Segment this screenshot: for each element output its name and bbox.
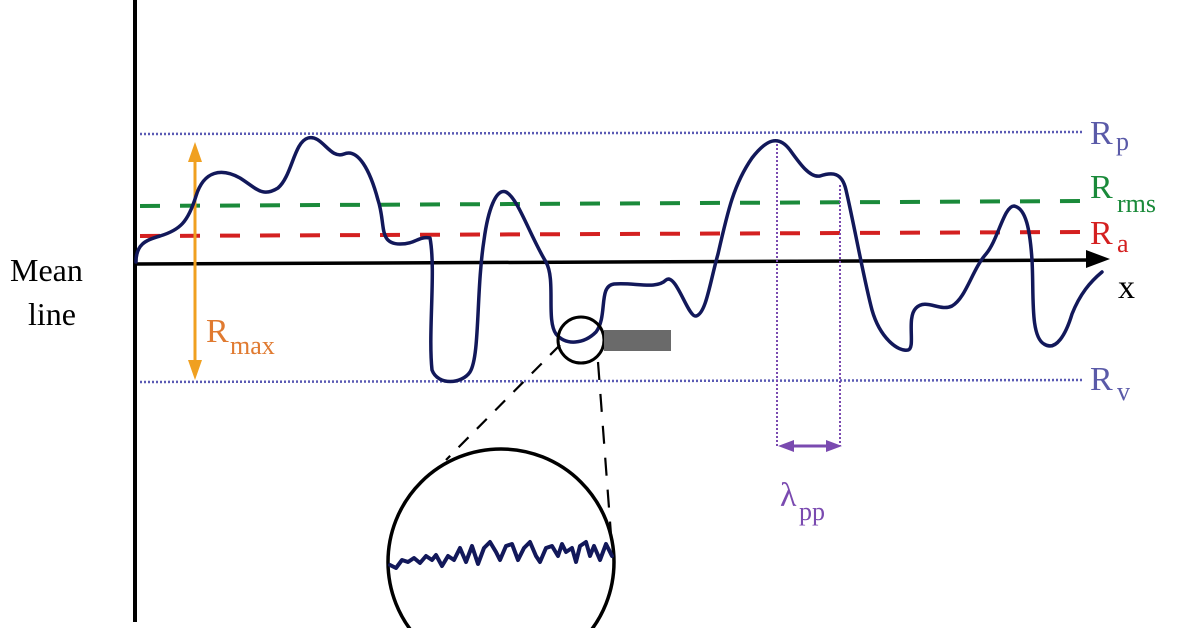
mean-line-x-axis xyxy=(134,258,1093,266)
rp-label: R p xyxy=(1090,115,1129,156)
roughness-profile xyxy=(134,136,1104,384)
ra-line xyxy=(139,230,1081,238)
lambda-arrowhead-right xyxy=(826,440,842,452)
rmax-label-main: R xyxy=(206,313,229,350)
ra-label: R a xyxy=(1090,215,1129,258)
lambda-pp-label: λ pp xyxy=(780,477,825,526)
lambda-arrowhead-left xyxy=(778,440,794,452)
lambda-label-sub: pp xyxy=(799,497,825,526)
rv-line xyxy=(139,378,1083,384)
rp-label-main: R xyxy=(1090,115,1113,152)
rmax-label: R max xyxy=(206,313,275,360)
rp-line xyxy=(139,130,1083,136)
rrms-label-main: R xyxy=(1090,169,1113,206)
mean-line-label-line1: Mean xyxy=(10,252,83,288)
x-axis-label: x xyxy=(1118,269,1135,306)
rv-label-main: R xyxy=(1090,361,1113,398)
ra-label-main: R xyxy=(1090,215,1113,252)
x-axis-arrowhead xyxy=(1086,250,1110,268)
ra-label-sub: a xyxy=(1117,229,1129,258)
magnified-view-circle xyxy=(386,447,616,628)
rv-label: R v xyxy=(1090,361,1130,406)
rv-label-sub: v xyxy=(1117,377,1130,406)
scale-bar xyxy=(604,330,671,351)
rrms-label-sub: rms xyxy=(1117,189,1156,218)
rp-label-sub: p xyxy=(1116,127,1129,156)
micro-roughness-profile xyxy=(388,540,614,570)
rrms-label: R rms xyxy=(1090,169,1156,218)
mean-line-label-line2: line xyxy=(28,296,76,332)
rrms-line xyxy=(139,199,1081,208)
lambda-label-main: λ xyxy=(780,477,797,514)
zoom-connector-left xyxy=(445,344,561,461)
rmax-arrowhead-bottom xyxy=(188,360,202,380)
rmax-arrowhead-top xyxy=(188,142,202,162)
rmax-label-sub: max xyxy=(230,331,275,360)
